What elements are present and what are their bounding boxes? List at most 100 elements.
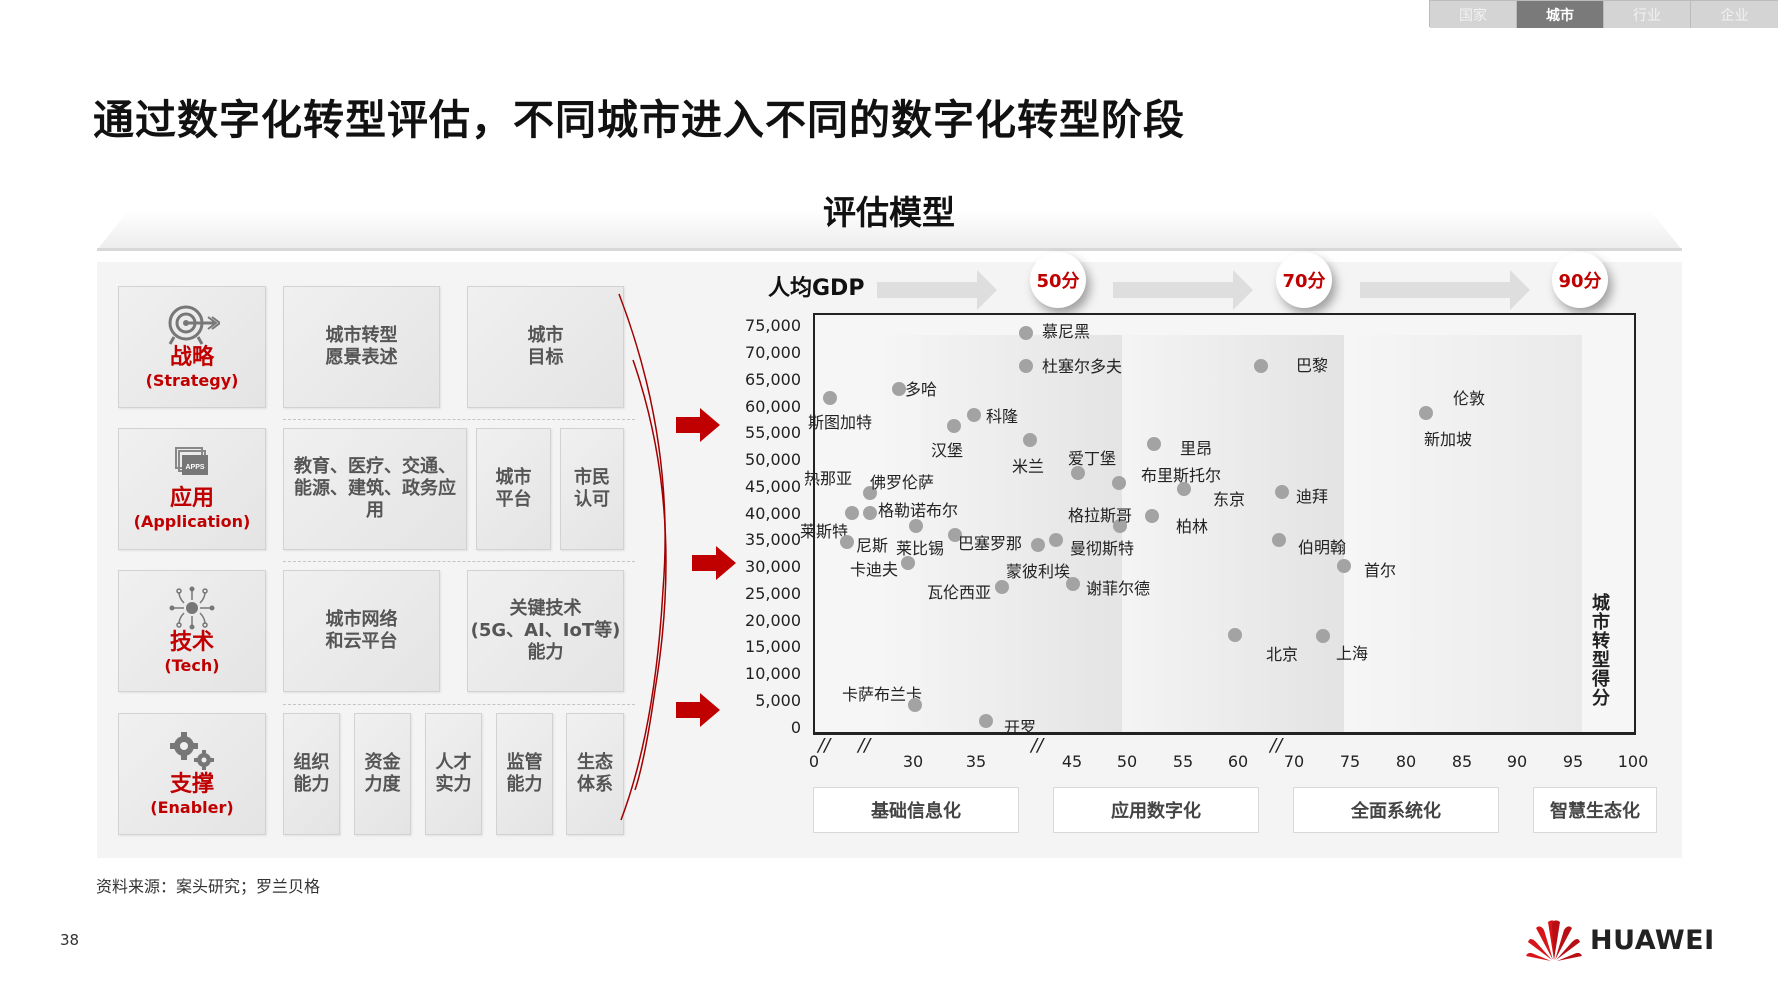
data-point[interactable] — [901, 556, 915, 570]
data-point[interactable] — [1254, 359, 1268, 373]
city-label: 莱斯特 — [800, 522, 849, 541]
flow-arrow — [1360, 270, 1530, 310]
tab-country[interactable]: 国家 — [1430, 1, 1517, 28]
category-label: 战略 — [169, 345, 214, 370]
y-tick: 15,000 — [745, 637, 801, 656]
y-tick: 30,000 — [745, 557, 801, 576]
divider — [97, 248, 1682, 251]
y-axis-title: 人均GDP — [768, 276, 865, 301]
city-label: 尼斯 — [856, 536, 889, 555]
item-box: 城市转型 愿景表述 — [283, 286, 440, 408]
data-point[interactable] — [1337, 559, 1351, 573]
huawei-logo: HUAWEI — [1526, 918, 1715, 962]
data-point[interactable] — [967, 408, 981, 422]
item-box: 组织 能力 — [283, 713, 340, 835]
city-label: 柏林 — [1176, 517, 1209, 536]
tab-city[interactable]: 城市 — [1517, 1, 1604, 28]
data-point[interactable] — [1145, 509, 1159, 523]
data-point[interactable] — [863, 506, 877, 520]
data-point[interactable] — [1113, 519, 1127, 533]
data-point[interactable] — [1031, 538, 1045, 552]
y-tick: 65,000 — [745, 370, 801, 389]
data-point[interactable] — [840, 535, 854, 549]
city-label: 爱丁堡 — [1068, 449, 1117, 468]
data-point[interactable] — [892, 382, 906, 396]
city-label: 里昂 — [1180, 439, 1213, 458]
item-box: 监管 能力 — [496, 713, 553, 835]
apps-icon: APPS — [175, 447, 208, 475]
category-label: 支撑 — [169, 772, 214, 797]
x-tick: 45 — [1061, 752, 1083, 771]
axis-break-icon: // — [1270, 735, 1283, 756]
data-point[interactable] — [1066, 577, 1080, 591]
data-point[interactable] — [979, 714, 993, 728]
city-label: 斯图加特 — [808, 413, 873, 432]
data-point[interactable] — [1019, 359, 1033, 373]
data-point[interactable] — [1049, 533, 1063, 547]
city-label: 迪拜 — [1296, 487, 1329, 506]
y-tick: 20,000 — [745, 611, 801, 630]
city-label: 开罗 — [1004, 718, 1037, 737]
data-point[interactable] — [1071, 466, 1085, 480]
network-chip-icon — [169, 586, 215, 630]
data-point[interactable] — [823, 391, 837, 405]
category-enabler: 支撑 (Enabler) — [118, 713, 266, 835]
tab-enterprise[interactable]: 企业 — [1691, 1, 1778, 28]
data-point[interactable] — [909, 519, 923, 533]
x-tick: 35 — [965, 752, 987, 771]
city-label: 米兰 — [1012, 457, 1045, 476]
city-label: 格拉斯哥 — [1068, 506, 1133, 525]
data-point[interactable] — [1177, 482, 1191, 496]
item-box: 城市 平台 — [476, 428, 551, 550]
y-tick: 70,000 — [745, 343, 801, 362]
data-point[interactable] — [1419, 406, 1433, 420]
axis-break-icon: // — [1031, 735, 1044, 756]
data-point[interactable] — [1023, 433, 1037, 447]
huawei-petals-icon — [1526, 920, 1582, 961]
data-point[interactable] — [948, 528, 962, 542]
target-icon — [168, 305, 220, 345]
city-label: 佛罗伦萨 — [870, 473, 935, 492]
data-point[interactable] — [947, 419, 961, 433]
category-label: 应用 — [169, 486, 214, 511]
item-box: 人才 实力 — [425, 713, 482, 835]
city-label: 伯明翰 — [1298, 538, 1347, 557]
data-point[interactable] — [1275, 485, 1289, 499]
y-tick: 40,000 — [745, 504, 801, 523]
city-label: 巴黎 — [1296, 356, 1329, 375]
city-label: 布里斯托尔 — [1141, 466, 1222, 485]
y-tick: 10,000 — [745, 664, 801, 683]
item-box: 关键技术 (5G、AI、IoT等) 能力 — [467, 570, 624, 692]
data-point[interactable] — [845, 506, 859, 520]
item-box: 城市网络 和云平台 — [283, 570, 440, 692]
tab-industry[interactable]: 行业 — [1604, 1, 1691, 28]
flow-arrow — [1113, 270, 1253, 310]
category-label-en: (Application) — [133, 512, 251, 531]
data-point[interactable] — [908, 698, 922, 712]
svg-text:APPS: APPS — [185, 464, 204, 471]
flow-arrow — [877, 270, 997, 310]
x-axis-title-vertical: 城市转型得分 — [1592, 593, 1610, 709]
data-point[interactable] — [1147, 437, 1161, 451]
city-label: 新加坡 — [1424, 430, 1473, 449]
item-box: 市民 认可 — [560, 428, 624, 550]
city-label: 瓦伦西亚 — [927, 583, 992, 602]
top-nav: 国家 城市 行业 企业 — [1429, 0, 1778, 28]
data-point[interactable] — [1272, 533, 1286, 547]
data-point[interactable] — [1316, 629, 1330, 643]
data-point[interactable] — [863, 486, 877, 500]
data-point[interactable] — [1228, 628, 1242, 642]
data-point[interactable] — [1112, 476, 1126, 490]
city-label: 蒙彼利埃 — [1006, 562, 1071, 581]
data-point[interactable] — [1019, 326, 1033, 340]
bracket-curves — [618, 293, 667, 821]
city-label: 慕尼黑 — [1042, 322, 1091, 341]
city-label: 格勒诺布尔 — [878, 501, 959, 520]
city-label: 东京 — [1213, 490, 1246, 509]
category-label-en: (Strategy) — [145, 371, 239, 390]
data-point[interactable] — [995, 580, 1009, 594]
city-label: 曼彻斯特 — [1070, 539, 1135, 558]
x-tick: 55 — [1172, 752, 1194, 771]
x-tick: 0 — [808, 752, 820, 771]
item-box: 生态 体系 — [566, 713, 624, 835]
